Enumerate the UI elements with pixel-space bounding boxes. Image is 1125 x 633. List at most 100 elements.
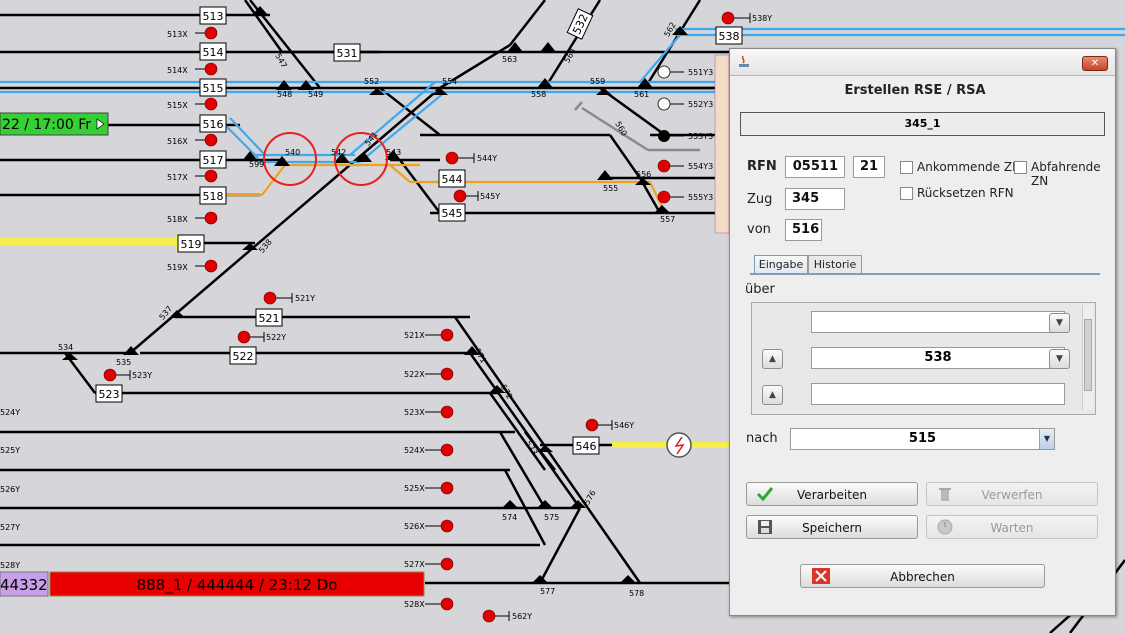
svg-text:525X: 525X: [404, 484, 425, 493]
switch-markers: [62, 6, 688, 583]
train-green[interactable]: 22 / 17:00 Fr: [0, 112, 109, 136]
svg-text:525Y: 525Y: [0, 446, 20, 455]
svg-text:522: 522: [233, 350, 254, 363]
via-field-1[interactable]: [811, 311, 1065, 333]
dropdown-arrow-icon[interactable]: ▼: [1039, 429, 1054, 449]
svg-text:554: 554: [442, 77, 457, 86]
trash-icon: [939, 488, 951, 501]
svg-text:534: 534: [58, 343, 73, 352]
svg-text:523: 523: [99, 388, 120, 401]
abfahrende-checkbox[interactable]: [1014, 161, 1027, 174]
save-icon: [758, 520, 772, 534]
train-red[interactable]: 888_1 / 444444 / 23:12 Do: [49, 571, 425, 597]
via-field-2[interactable]: 538: [811, 347, 1065, 369]
dialog-titlebar[interactable]: ✕: [730, 49, 1115, 76]
via-field-3[interactable]: [811, 383, 1065, 405]
abfahrende-label: Abfahrende ZN: [1031, 160, 1101, 188]
svg-text:528X: 528X: [404, 600, 425, 609]
svg-text:555: 555: [603, 184, 618, 193]
via-list-panel: ▼ ▲ 538 ▼ ▲: [751, 302, 1096, 415]
svg-text:556: 556: [636, 170, 651, 179]
svg-text:521: 521: [259, 312, 280, 325]
station-block: [714, 54, 730, 234]
chevron-up-icon[interactable]: ▲: [762, 385, 783, 405]
zug-label: Zug: [747, 192, 773, 207]
svg-text:515: 515: [203, 82, 224, 95]
svg-text:526Y: 526Y: [0, 485, 20, 494]
via-scrollbar[interactable]: [1082, 305, 1093, 410]
svg-text:524Y: 524Y: [0, 408, 20, 417]
tab-eingabe[interactable]: Eingabe: [754, 255, 808, 274]
chevron-down-icon[interactable]: ▼: [1049, 349, 1070, 369]
svg-text:523X: 523X: [404, 408, 425, 417]
svg-text:517X: 517X: [167, 173, 188, 182]
verwerfen-button[interactable]: Verwerfen: [926, 482, 1098, 506]
dialog-title: Erstellen RSE / RSA: [844, 83, 986, 98]
nach-value: 515: [908, 431, 937, 446]
crossing-symbol: [666, 432, 692, 458]
svg-text:514: 514: [203, 46, 224, 59]
svg-text:517: 517: [203, 154, 224, 167]
svg-text:544: 544: [442, 173, 463, 186]
svg-text:531: 531: [337, 47, 358, 60]
svg-text:561: 561: [634, 90, 649, 99]
clock-icon: [937, 519, 953, 535]
svg-text:546Y: 546Y: [614, 421, 634, 430]
svg-text:538Y: 538Y: [752, 14, 772, 23]
svg-text:515X: 515X: [167, 101, 188, 110]
java-app-icon: [739, 55, 749, 67]
abbrechen-label: Abbrechen: [890, 570, 955, 584]
svg-text:22 / 17:00 Fr: 22 / 17:00 Fr: [2, 117, 91, 133]
svg-text:562Y: 562Y: [512, 612, 532, 621]
svg-text:516: 516: [203, 118, 224, 131]
train-purple[interactable]: 44332: [0, 571, 49, 597]
tab-historie[interactable]: Historie: [808, 255, 862, 274]
close-icon[interactable]: ✕: [1082, 56, 1108, 71]
svg-text:518: 518: [203, 190, 224, 203]
svg-text:545: 545: [442, 207, 463, 220]
chevron-up-icon[interactable]: ▲: [762, 349, 783, 369]
svg-text:554Y3: 554Y3: [688, 162, 713, 171]
warten-button[interactable]: Warten: [926, 515, 1098, 539]
rfn-field[interactable]: 05511: [785, 156, 845, 178]
rfn-suffix-field[interactable]: 21: [853, 156, 885, 178]
switch-labels: 534 535 537 538 540 541 542 543 547 548 …: [58, 21, 678, 598]
nach-label: nach: [746, 431, 778, 446]
dialog-erstellen-rse: ✕ Erstellen RSE / RSA 345_1 RFN 05511 21…: [729, 48, 1116, 616]
svg-text:559: 559: [590, 77, 605, 86]
svg-text:551Y3: 551Y3: [688, 68, 713, 77]
scroll-thumb[interactable]: [1084, 319, 1092, 391]
verarbeiten-button[interactable]: Verarbeiten: [746, 482, 918, 506]
ruecksetzen-checkbox[interactable]: [900, 187, 913, 200]
chevron-down-icon[interactable]: ▼: [1049, 313, 1070, 333]
svg-text:523Y: 523Y: [132, 371, 152, 380]
svg-text:548: 548: [277, 90, 292, 99]
speichern-button[interactable]: Speichern: [746, 515, 918, 539]
svg-text:527X: 527X: [404, 560, 425, 569]
warten-label: Warten: [990, 521, 1034, 535]
ueber-label: über: [745, 282, 775, 297]
von-field[interactable]: 516: [785, 219, 822, 241]
zug-field[interactable]: 345: [785, 188, 845, 210]
svg-text:563: 563: [502, 55, 517, 64]
svg-text:518X: 518X: [167, 215, 188, 224]
svg-text:44332: 44332: [0, 576, 48, 594]
svg-text:521X: 521X: [404, 331, 425, 340]
svg-text:888_1 / 444444 / 23:12 Do: 888_1 / 444444 / 23:12 Do: [137, 576, 338, 595]
record-id: 345_1: [740, 112, 1105, 136]
svg-text:546: 546: [576, 440, 597, 453]
rfn-label: RFN: [747, 159, 777, 174]
abbrechen-button[interactable]: Abbrechen: [800, 564, 1045, 588]
svg-text:577: 577: [540, 587, 555, 596]
svg-text:513: 513: [203, 10, 224, 23]
svg-text:540: 540: [285, 148, 300, 157]
nach-select[interactable]: 515 ▼: [790, 428, 1055, 450]
svg-text:552Y3: 552Y3: [688, 100, 713, 109]
svg-text:575: 575: [544, 513, 559, 522]
ankommende-checkbox[interactable]: [900, 161, 913, 174]
verwerfen-label: Verwerfen: [981, 488, 1043, 502]
svg-text:558: 558: [531, 90, 546, 99]
svg-text:543: 543: [386, 148, 401, 157]
svg-text:519: 519: [181, 238, 202, 251]
svg-text:516X: 516X: [167, 137, 188, 146]
